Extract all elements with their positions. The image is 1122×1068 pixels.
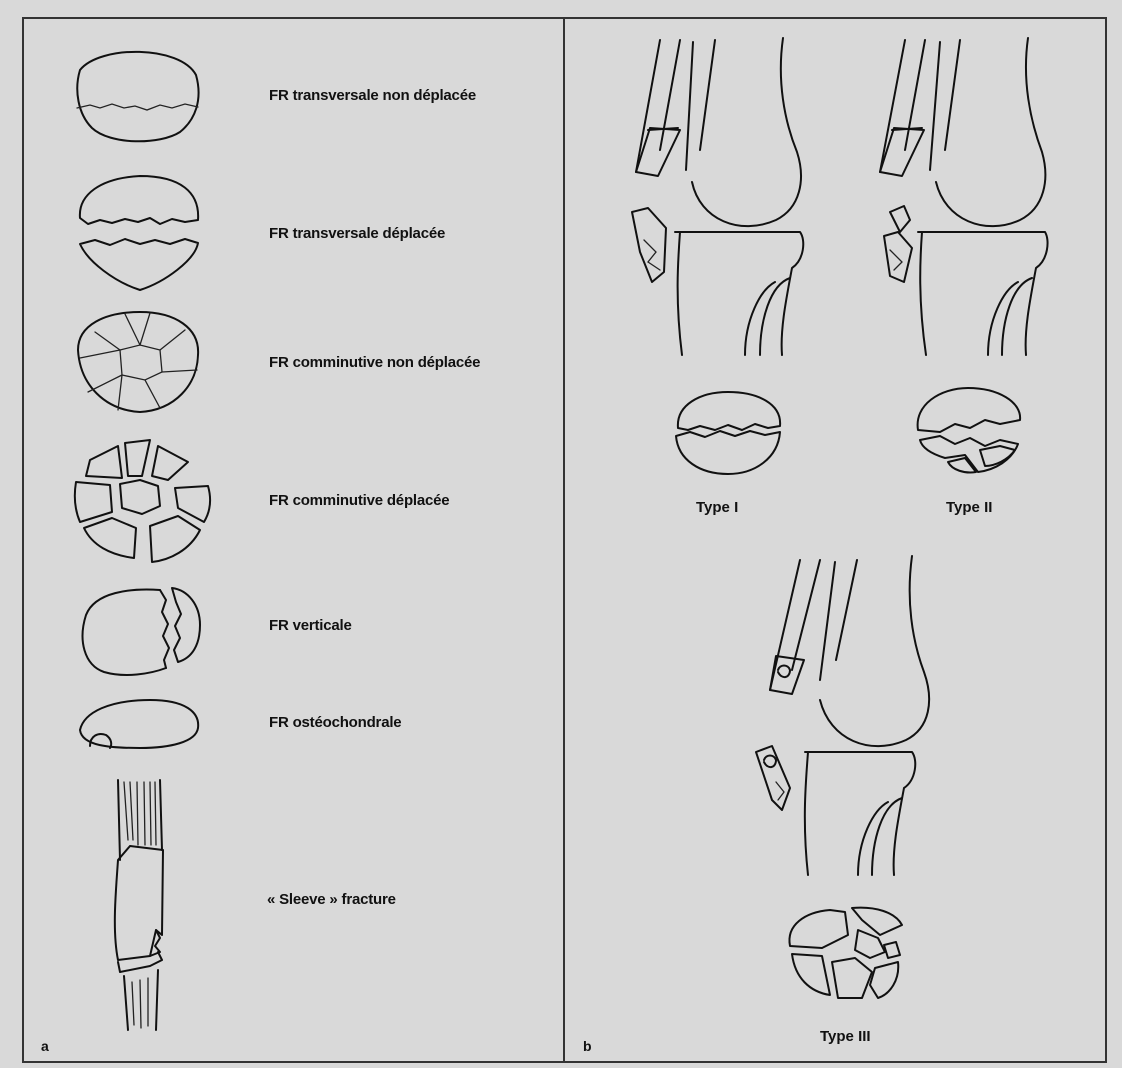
sleeve-fracture-drawing bbox=[115, 780, 163, 1030]
label-transverse-displaced: FR transversale déplacée bbox=[269, 225, 445, 242]
label-type-2: Type II bbox=[946, 499, 992, 516]
label-comminuted-nondisplaced: FR comminutive non déplacée bbox=[269, 354, 480, 371]
patella-comminuted-nondisplaced-drawing bbox=[78, 312, 198, 412]
knee-type-2-drawing bbox=[880, 38, 1048, 355]
patella-type-3-drawing bbox=[789, 908, 902, 998]
label-type-3: Type III bbox=[820, 1028, 871, 1045]
label-transverse-nondisplaced: FR transversale non déplacée bbox=[269, 87, 476, 104]
knee-type-3-drawing bbox=[756, 556, 929, 875]
panel-b: Type I Type II bbox=[583, 38, 1048, 1054]
patella-osteochondral-drawing bbox=[80, 700, 198, 748]
panel-a-letter: a bbox=[41, 1038, 49, 1054]
label-comminuted-displaced: FR comminutive déplacée bbox=[269, 492, 449, 509]
label-sleeve-fracture: « Sleeve » fracture bbox=[267, 891, 396, 908]
patella-transverse-nondisplaced-drawing bbox=[77, 52, 199, 141]
label-osteochondral: FR ostéochondrale bbox=[269, 714, 401, 731]
knee-type-1-drawing bbox=[632, 38, 803, 355]
panel-a: FR transversale non déplacée FR transver… bbox=[41, 52, 480, 1054]
label-vertical: FR verticale bbox=[269, 617, 352, 634]
patella-vertical-drawing bbox=[83, 588, 200, 675]
patella-comminuted-displaced-drawing bbox=[75, 440, 210, 562]
patella-type-1-drawing bbox=[676, 392, 780, 474]
patella-transverse-displaced-drawing bbox=[80, 176, 198, 290]
label-type-1: Type I bbox=[696, 499, 738, 516]
panel-b-letter: b bbox=[583, 1038, 592, 1054]
patella-type-2-drawing bbox=[918, 388, 1021, 473]
